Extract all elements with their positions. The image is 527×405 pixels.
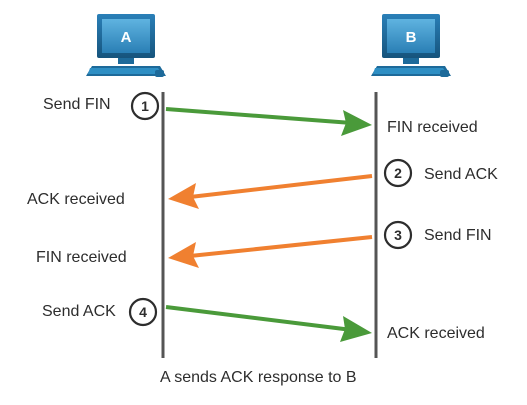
step-1-label: Send FIN <box>43 96 111 113</box>
diagram-caption: A sends ACK response to B <box>160 369 357 386</box>
computer-a-icon: A <box>86 14 166 77</box>
step-3-result: FIN received <box>36 249 127 266</box>
step-4-badge: 4 <box>128 297 158 327</box>
step-1-number: 1 <box>141 98 149 114</box>
step-1-result: FIN received <box>387 119 478 136</box>
step-3-badge: 3 <box>383 220 413 250</box>
step-1-badge: 1 <box>130 91 160 121</box>
step-2-label: Send ACK <box>424 166 498 183</box>
step-2-number: 2 <box>394 165 402 181</box>
computer-a-letter: A <box>121 29 132 46</box>
step-4-number: 4 <box>139 304 147 320</box>
arrow-ack-a-to-b <box>165 305 372 342</box>
step-2-result: ACK received <box>27 191 125 208</box>
step-3-number: 3 <box>394 227 402 243</box>
computer-b-letter: B <box>406 29 417 46</box>
step-3-label: Send FIN <box>424 227 492 244</box>
arrow-fin-b-to-a <box>168 235 373 268</box>
step-2-badge: 2 <box>383 158 413 188</box>
arrow-fin-a-to-b <box>165 107 372 136</box>
computer-b-icon: B <box>371 14 451 77</box>
step-4-result: ACK received <box>387 325 485 342</box>
arrow-ack-b-to-a <box>168 174 373 209</box>
step-4-label: Send ACK <box>42 303 116 320</box>
